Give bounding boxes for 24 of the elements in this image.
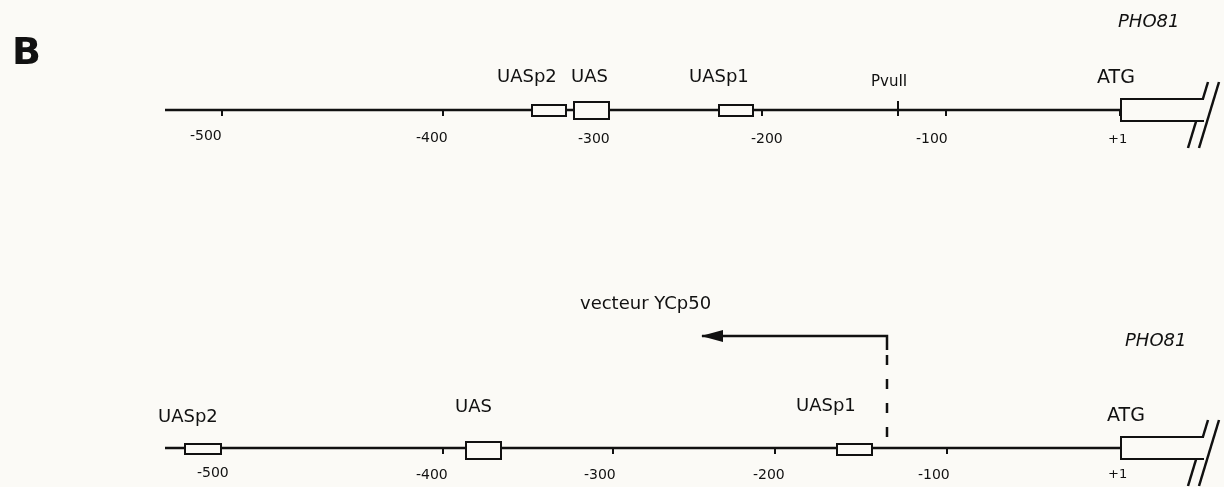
position-label: +1 bbox=[1108, 467, 1128, 480]
position-label: -500 bbox=[190, 128, 222, 142]
position-label: -100 bbox=[918, 467, 950, 481]
gene-name: PHO81 bbox=[1118, 12, 1180, 30]
site-label: PvuII bbox=[871, 74, 908, 89]
element-label: UAS bbox=[571, 67, 608, 85]
panel-letter: B bbox=[12, 32, 41, 70]
codon-label: ATG bbox=[1097, 67, 1135, 86]
element-label: UASp2 bbox=[497, 67, 557, 85]
codon-label: ATG bbox=[1107, 405, 1145, 424]
vector-label: vecteur YCp50 bbox=[580, 294, 712, 312]
position-label: -400 bbox=[416, 130, 448, 144]
position-label: -400 bbox=[416, 467, 448, 481]
position-label: -200 bbox=[753, 467, 785, 481]
position-label: -200 bbox=[751, 131, 783, 145]
element-label: UASp1 bbox=[796, 396, 856, 414]
gene-name: PHO81 bbox=[1125, 331, 1187, 349]
element-label: UASp2 bbox=[158, 407, 218, 425]
element-label: UASp1 bbox=[689, 67, 749, 85]
element-label: UAS bbox=[455, 397, 492, 415]
position-label: -100 bbox=[916, 131, 948, 145]
position-label: -300 bbox=[584, 467, 616, 481]
position-label: -300 bbox=[578, 131, 610, 145]
position-label: +1 bbox=[1108, 132, 1128, 145]
